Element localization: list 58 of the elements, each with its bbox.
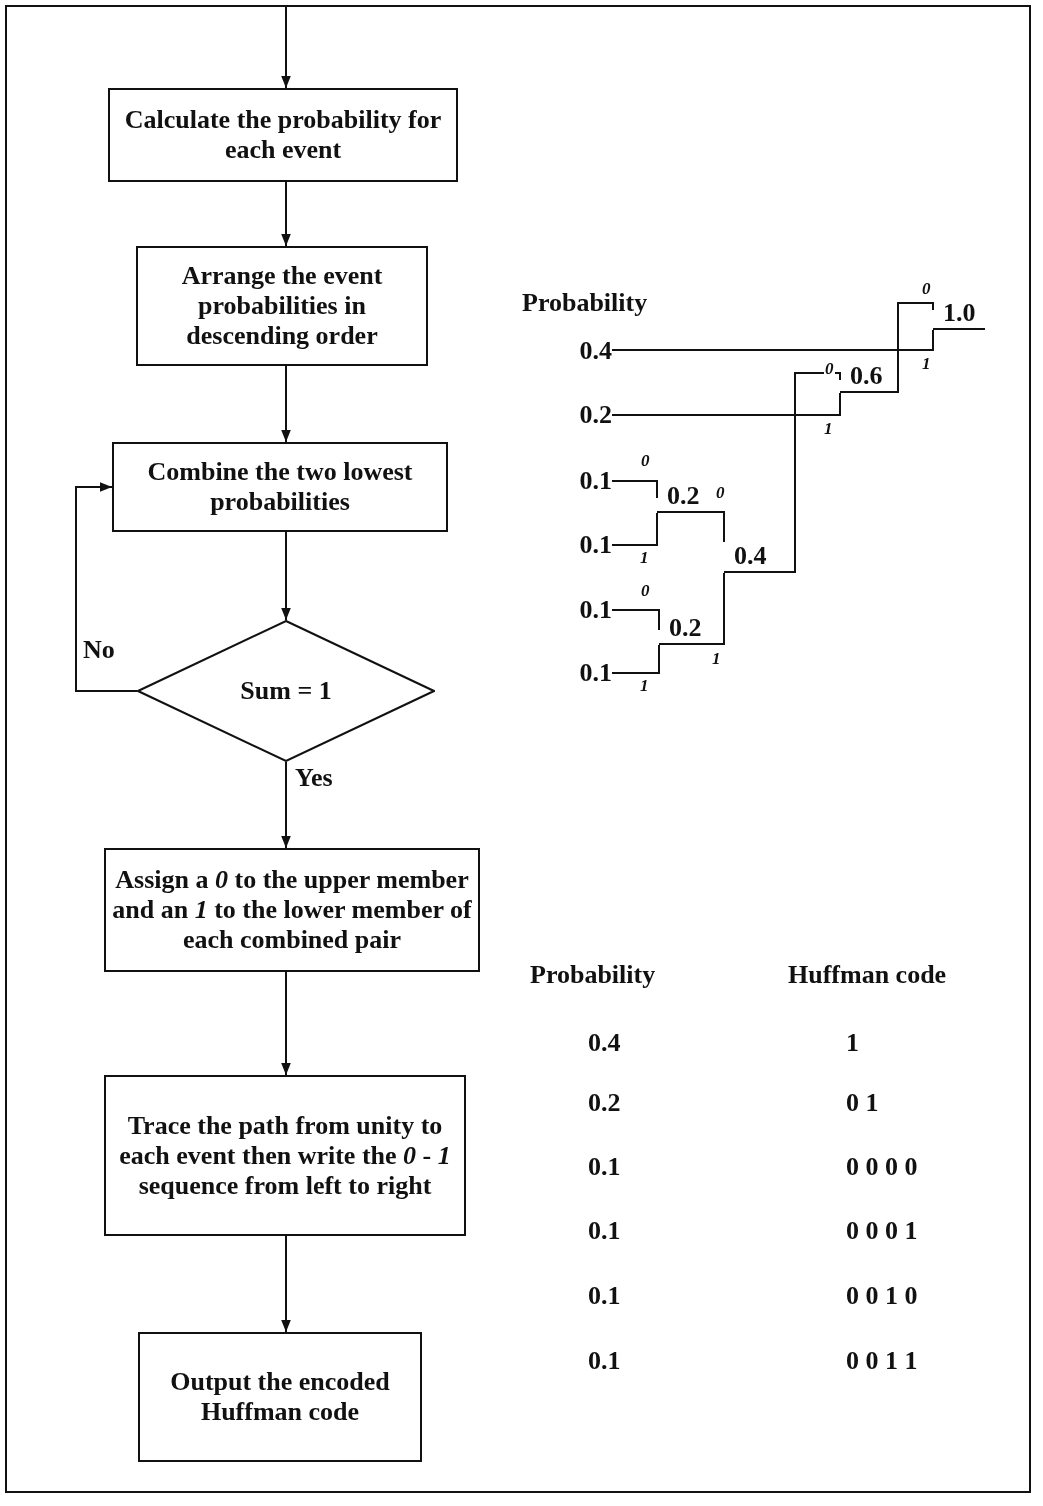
- connector-line: [897, 302, 934, 394]
- table-cell: 0 0 1 1: [846, 1346, 918, 1376]
- arrow: [281, 365, 291, 443]
- table-cell: 0 1: [846, 1088, 879, 1118]
- process-box: [108, 88, 458, 182]
- connector-line: [611, 609, 660, 631]
- table-cell: 0.1: [588, 1281, 621, 1311]
- connector-line: [611, 512, 658, 546]
- process-box: [104, 1075, 466, 1236]
- process-box: [112, 442, 448, 532]
- table-cell: 0.4: [588, 1028, 621, 1058]
- connector-line: [611, 644, 660, 674]
- arrow: [281, 1235, 291, 1333]
- node-text: Assign a 0 to the upper member and an 1 to the lower member of each combined pair: [111, 865, 473, 955]
- decision-diamond: [137, 620, 435, 762]
- arrow: [75, 482, 138, 692]
- node-text: Combine the two lowest probabilities: [146, 457, 414, 517]
- arrow: [281, 181, 291, 247]
- table-cell: 1: [846, 1028, 859, 1058]
- table-cell: 0.1: [588, 1152, 621, 1182]
- probability-value: 1.0: [943, 298, 976, 328]
- connector-line: [794, 372, 841, 574]
- table-cell: 0.2: [588, 1088, 621, 1118]
- connector-line: [611, 392, 841, 416]
- node-text: Trace the path from unity to each event then write the 0 - 1 sequence from left to right: [118, 1110, 452, 1201]
- probability-value: 0.2: [556, 400, 612, 430]
- tree-heading: Probability: [522, 288, 648, 318]
- probability-value: 0.4: [734, 541, 767, 571]
- table-cell: 0.1: [588, 1216, 621, 1246]
- column-heading: Probability: [530, 960, 656, 990]
- arrow: [281, 531, 291, 621]
- table-cell: 0 0 0 1: [846, 1216, 918, 1246]
- node-text: Output the encoded Huffman code: [169, 1367, 391, 1427]
- probability-value: 0.1: [556, 466, 612, 496]
- process-box: [138, 1332, 422, 1462]
- probability-value: 0.2: [667, 481, 700, 511]
- table-cell: 0 0 0 0: [846, 1152, 918, 1182]
- node-text: Sum = 1: [240, 676, 332, 706]
- node-text: Arrange the event probabilities in descending order: [180, 261, 384, 351]
- arrow: [281, 6, 291, 89]
- node-text: Calculate the probability for each event: [123, 105, 443, 165]
- connector-line: [714, 511, 725, 543]
- connector-line: [611, 329, 934, 351]
- table-cell: 0 0 1 0: [846, 1281, 918, 1311]
- probability-value: 0.6: [850, 361, 883, 391]
- process-box: [136, 246, 428, 366]
- column-heading: Huffman code: [788, 960, 947, 990]
- probability-value: 0.2: [669, 613, 702, 643]
- process-box: [104, 848, 480, 972]
- table-cell: 0.1: [588, 1346, 621, 1376]
- connector-line: [723, 572, 725, 646]
- arrow: [281, 971, 291, 1076]
- connector-line: [611, 480, 658, 499]
- probability-value: 0.1: [556, 595, 612, 625]
- probability-value: 0.4: [556, 336, 612, 366]
- probability-value: 0.1: [556, 530, 612, 560]
- arrow: [281, 761, 291, 849]
- probability-value: 0.1: [556, 658, 612, 688]
